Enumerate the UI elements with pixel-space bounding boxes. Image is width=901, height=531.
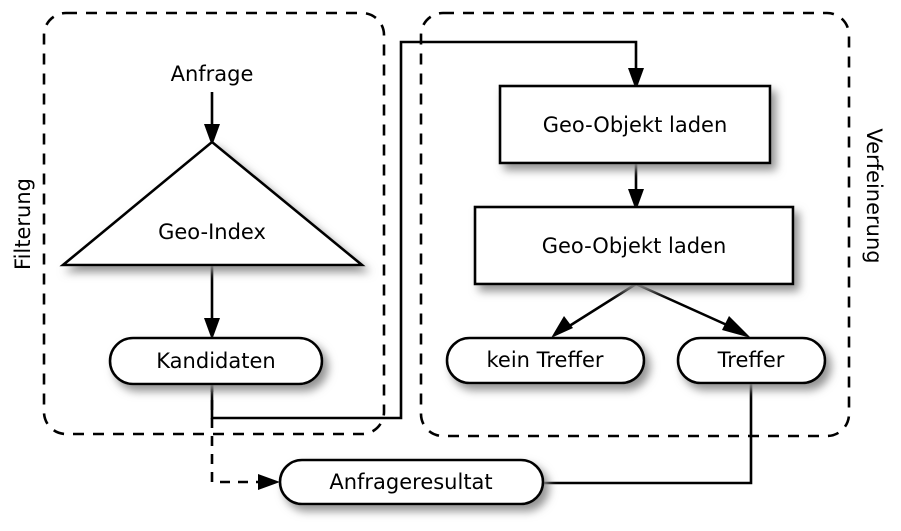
node-geo-objekt-laden-1-shape	[498, 84, 772, 165]
edge-anfrage-to-geo-index	[204, 92, 220, 146]
edge-geo-objekt-laden-2-to-kein-treffer	[551, 282, 637, 338]
node-kein-treffer[interactable]: kein Treffer	[445, 336, 646, 385]
edge-geo-objekt-laden-1-to-2	[628, 163, 644, 211]
node-kandidaten[interactable]: Kandidaten	[108, 336, 324, 386]
node-geo-objekt-laden-1-label: Geo-Objekt laden	[543, 113, 728, 137]
group-filterung-label: Filterung	[11, 178, 35, 270]
node-geo-index-shape	[59, 140, 366, 267]
node-anfrage-label: Anfrage	[171, 62, 254, 86]
node-anfrageresultat-label: Anfrageresultat	[329, 470, 492, 494]
node-kandidaten-label: Kandidaten	[156, 349, 275, 373]
group-filterung: Filterung	[11, 11, 386, 436]
node-kein-treffer-label: kein Treffer	[486, 348, 603, 372]
node-anfrageresultat-shape	[278, 458, 545, 506]
node-anfrageresultat[interactable]: Anfrageresultat	[278, 458, 545, 506]
node-geo-objekt-laden-2-label: Geo-Objekt laden	[542, 234, 727, 258]
node-geo-index-label: Geo-Index	[158, 220, 266, 244]
node-geo-index[interactable]: Geo-Index	[59, 140, 366, 267]
node-geo-objekt-laden-1[interactable]: Geo-Objekt laden	[498, 84, 772, 165]
group-verfeinerung-label: Verfeinerung	[862, 128, 886, 263]
edge-geo-index-to-kandidaten	[204, 265, 220, 340]
group-verfeinerung-border	[419, 11, 851, 438]
edge-geo-objekt-laden-2-to-treffer	[635, 282, 751, 338]
edge-kandidaten-to-geo-objekt-laden-1	[210, 40, 644, 420]
node-geo-objekt-laden-2-shape	[473, 205, 795, 286]
node-treffer[interactable]: Treffer	[676, 336, 827, 385]
node-treffer-shape	[676, 336, 827, 385]
edge-treffer-to-anfrageresultat	[543, 383, 753, 485]
node-treffer-label: Treffer	[717, 348, 785, 372]
node-anfrage[interactable]: Anfrage	[171, 62, 254, 86]
group-filterung-border	[42, 11, 386, 436]
node-kandidaten-shape	[108, 336, 324, 386]
group-verfeinerung: Verfeinerung	[419, 11, 886, 438]
node-kein-treffer-shape	[445, 336, 646, 385]
node-geo-objekt-laden-2[interactable]: Geo-Objekt laden	[473, 205, 795, 286]
edge-kandidaten-to-anfrageresultat	[210, 382, 280, 490]
